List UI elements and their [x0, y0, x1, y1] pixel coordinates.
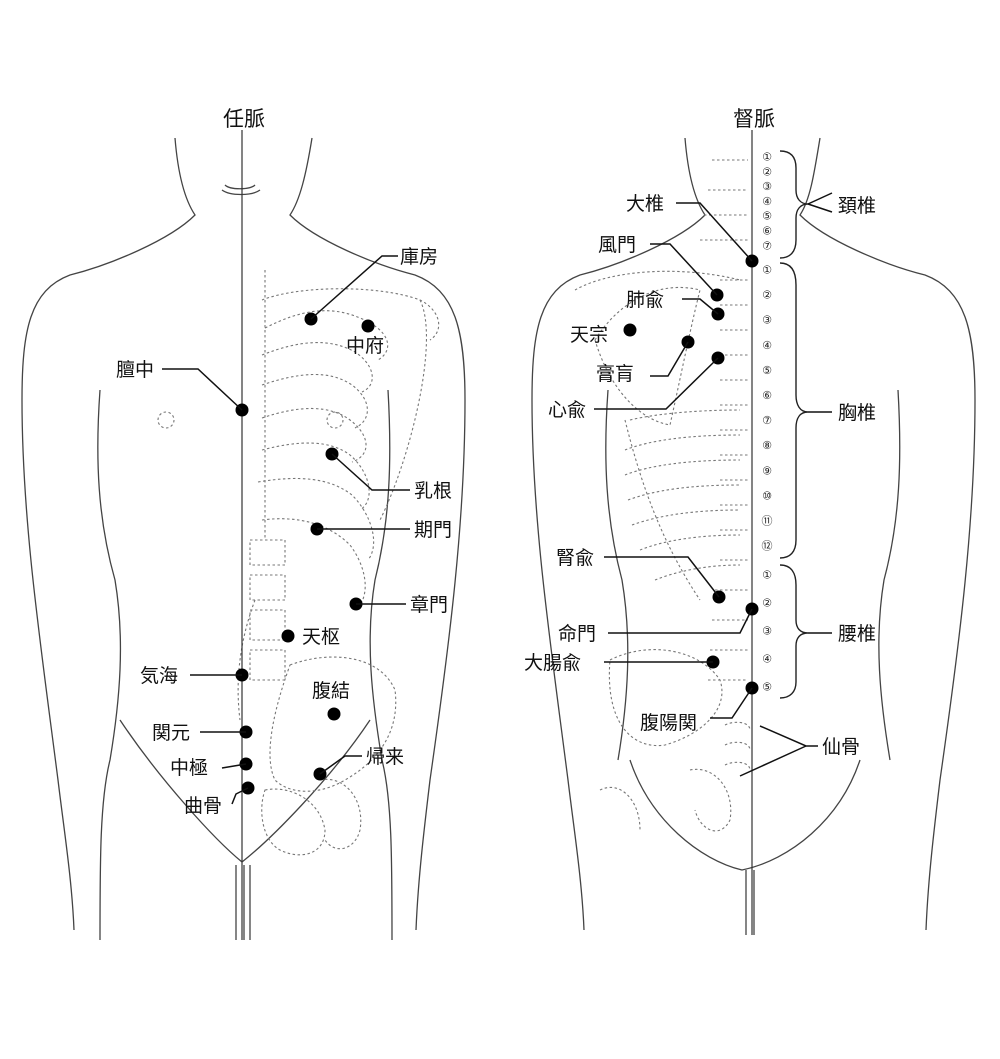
label-yotsui: 腰椎	[838, 623, 876, 645]
leader-keitsui-1	[807, 192, 833, 205]
label-kangen: 関元	[152, 722, 190, 744]
title-ren-mai: 任脈	[223, 107, 265, 131]
vertebra-number-thoracic-1: ①	[762, 264, 772, 277]
vertebra-number-cervical-2: ②	[762, 165, 772, 178]
vertebra-number-lumbar-4: ④	[762, 653, 772, 666]
leader-kobo	[310, 255, 398, 320]
leader-danchu	[162, 368, 243, 411]
vertebra-number-cervical-7: ⑦	[762, 239, 772, 252]
leader-meimon	[608, 608, 753, 634]
vertebra-number-cervical-3: ③	[762, 180, 772, 193]
vertebra-number-lumbar-5: ⑤	[762, 681, 772, 694]
label-daitsui: 大椎	[626, 193, 664, 215]
point-chufu	[361, 319, 375, 333]
vertebra-number-thoracic-12: ⑫	[762, 540, 773, 553]
label-fumon: 風門	[598, 234, 636, 256]
label-tensu: 天枢	[302, 626, 340, 648]
label-meimon: 命門	[558, 623, 596, 645]
vertebra-number-lumbar-1: ①	[762, 569, 772, 582]
vertebra-number-cervical-1: ①	[762, 151, 772, 164]
brace-lumbar	[779, 564, 809, 699]
spine-region-braces: 頚椎 胸椎 腰椎 仙骨	[739, 150, 876, 777]
label-jinyu: 腎兪	[556, 547, 594, 569]
vertebra-number-cervical-4: ④	[762, 195, 772, 208]
leader-nyukon	[331, 453, 410, 491]
vertebra-number-thoracic-6: ⑥	[762, 389, 772, 402]
point-tensu	[281, 629, 295, 643]
label-senkotsu: 仙骨	[822, 736, 860, 758]
brace-thoracic	[779, 262, 809, 559]
leader-fukuyokan	[710, 687, 753, 719]
label-kikai: 気海	[140, 665, 178, 687]
leader-kirai	[319, 755, 362, 775]
vertebra-number-thoracic-2: ②	[762, 289, 772, 302]
leader-jinyu	[604, 556, 720, 598]
leader-shinyu	[594, 357, 719, 410]
vertebra-number-thoracic-3: ③	[762, 314, 772, 327]
label-kyotsui: 胸椎	[838, 402, 876, 424]
vertebra-number-thoracic-8: ⑧	[762, 439, 772, 452]
front-acupoints: 庫房 中府 膻中 乳根 期門 章門 天枢 気海 腹結 関元	[116, 246, 452, 817]
vertebra-number-thoracic-11: ⑪	[762, 515, 773, 528]
front-body-figure	[21, 130, 466, 941]
title-du-mai: 督脈	[733, 107, 775, 131]
label-kirai: 帰来	[366, 746, 404, 768]
leader-kyokkotsu	[231, 787, 249, 805]
label-kyokkotsu: 曲骨	[184, 795, 222, 817]
point-tenso	[623, 323, 637, 337]
vertebra-number-lumbar-3: ③	[762, 625, 772, 638]
label-daichoyu: 大腸兪	[524, 652, 581, 674]
label-nyukon: 乳根	[414, 480, 452, 502]
label-chufu: 中府	[346, 335, 384, 357]
leader-haiyu	[682, 298, 719, 315]
vertebra-number-thoracic-10: ⑩	[762, 489, 772, 502]
vertebra-number-lumbar-2: ②	[762, 597, 772, 610]
vertebra-number-cervical-5: ⑤	[762, 210, 772, 223]
vertebra-number-thoracic-9: ⑨	[762, 464, 772, 477]
brace-cervical	[779, 150, 809, 259]
leader-daitsui	[676, 202, 753, 262]
back-acupoints: 大椎 風門 肺兪 天宗 膏肓 心兪 腎兪 命門 大腸兪 腹陽関	[524, 193, 759, 734]
label-kobo: 庫房	[400, 246, 438, 268]
label-shinyu: 心兪	[548, 399, 586, 421]
label-fukuyokan: 腹陽関	[640, 712, 697, 734]
label-koko: 膏肓	[596, 362, 634, 385]
leader-senkotsu-2	[739, 745, 807, 777]
label-keitsui: 頚椎	[838, 195, 876, 217]
leader-koko	[650, 341, 689, 377]
vertebra-number-cervical-6: ⑥	[762, 225, 772, 238]
leader-fumon	[650, 243, 718, 296]
label-shomon: 章門	[410, 594, 448, 616]
vertebra-number-thoracic-5: ⑤	[762, 364, 772, 377]
point-fukketsu	[327, 707, 341, 721]
vertebra-number-thoracic-4: ④	[762, 339, 772, 352]
vertebra-number-thoracic-7: ⑦	[762, 414, 772, 427]
label-chukyoku: 中極	[170, 757, 208, 779]
leader-senkotsu-1	[759, 725, 818, 747]
label-kimon: 期門	[414, 519, 452, 541]
leader-chukyoku	[221, 763, 247, 769]
label-haiyu: 肺兪	[626, 289, 664, 311]
label-tenso: 天宗	[570, 324, 608, 346]
leader-keitsui-2	[807, 203, 833, 213]
label-fukketsu: 腹結	[312, 680, 350, 702]
label-danchu: 膻中	[116, 359, 154, 381]
